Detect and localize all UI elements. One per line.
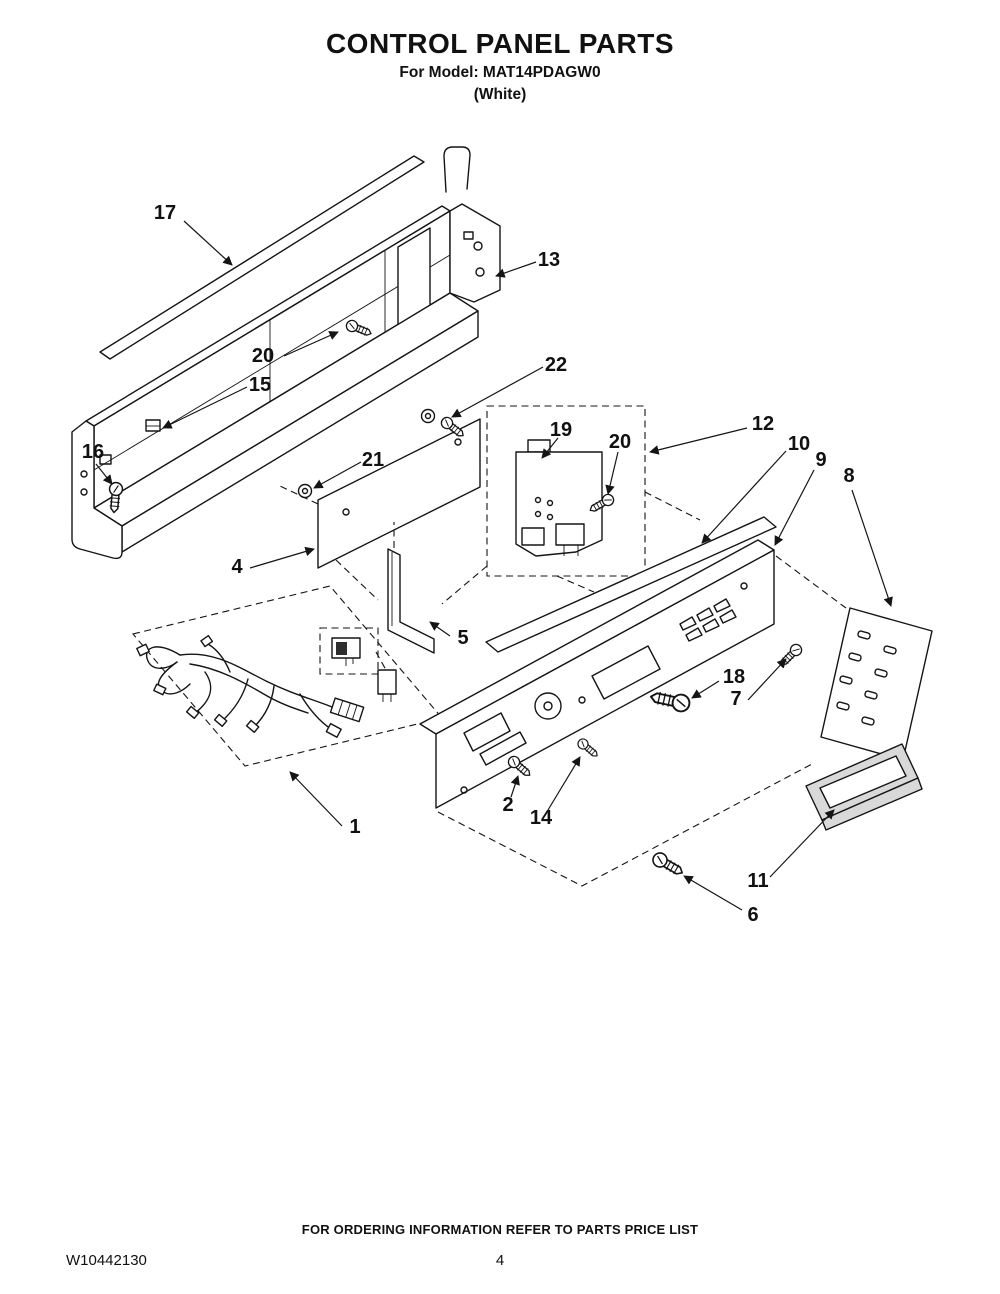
model-line: For Model: MAT14PDAGW0	[399, 64, 601, 81]
svg-text:10: 10	[788, 433, 810, 455]
callout-2: 2	[502, 775, 520, 816]
callout-18: 18	[691, 666, 745, 699]
svg-text:9: 9	[815, 449, 826, 471]
rear-access-panel	[317, 418, 481, 569]
callout-20b: 20	[605, 431, 631, 495]
svg-text:15: 15	[249, 374, 271, 396]
svg-text:21: 21	[362, 449, 384, 471]
page-title: CONTROL PANEL PARTS	[325, 28, 675, 59]
control-panel	[419, 539, 805, 809]
end-bracket-13	[449, 203, 501, 303]
svg-text:8: 8	[843, 465, 854, 487]
console-housing	[71, 203, 501, 560]
svg-text:16: 16	[82, 441, 104, 463]
callout-4: 4	[231, 546, 315, 578]
callout-17: 17	[154, 202, 233, 266]
alignment-lines	[279, 485, 847, 887]
svg-text:14: 14	[530, 807, 553, 829]
callout-21: 21	[313, 449, 384, 489]
svg-text:20: 20	[252, 345, 274, 367]
svg-text:6: 6	[747, 904, 758, 926]
svg-text:12: 12	[752, 413, 774, 435]
color-line: (White)	[473, 86, 527, 103]
callout-12: 12	[649, 413, 774, 455]
screw-14	[575, 736, 601, 761]
console-rear-trim	[99, 146, 471, 360]
callout-19: 19	[541, 419, 572, 459]
document-number: W10442130	[66, 1252, 147, 1269]
dispenser-lens	[805, 743, 923, 831]
relay-component	[377, 669, 397, 702]
svg-text:17: 17	[154, 202, 176, 224]
svg-text:19: 19	[550, 419, 572, 441]
callout-7: 7	[730, 658, 787, 710]
callout-1: 1	[289, 771, 361, 838]
bolt-18	[648, 687, 692, 714]
svg-text:7: 7	[730, 688, 741, 710]
callout-6: 6	[683, 875, 759, 926]
page-number: 4	[495, 1252, 505, 1269]
svg-text:18: 18	[723, 666, 745, 688]
callout-22: 22	[451, 354, 567, 418]
washer-22	[420, 408, 436, 424]
svg-text:5: 5	[457, 627, 468, 649]
callout-15: 15	[162, 374, 271, 429]
svg-text:11: 11	[747, 870, 768, 892]
clip-15	[145, 419, 161, 432]
button-panel	[820, 607, 933, 761]
callout-5: 5	[429, 621, 469, 649]
support-bracket	[387, 548, 435, 654]
callout-14: 14	[530, 756, 581, 829]
svg-text:13: 13	[538, 249, 560, 271]
washer-21	[297, 483, 313, 499]
svg-text:2: 2	[502, 794, 513, 816]
callouts: 17 13 20 15 22 21	[82, 202, 893, 926]
callout-11: 11	[747, 809, 835, 892]
svg-text:4: 4	[231, 556, 243, 578]
callout-9: 9	[774, 449, 827, 546]
callout-13: 13	[495, 249, 560, 278]
callout-8: 8	[843, 465, 893, 607]
callout-16: 16	[82, 441, 113, 485]
switch-assembly-12	[486, 405, 646, 577]
control-panel-trim	[485, 516, 777, 653]
wire-harness	[132, 585, 443, 767]
svg-text:20: 20	[609, 431, 631, 453]
screw-6	[649, 849, 687, 880]
switch-component	[319, 627, 379, 675]
callout-20a: 20	[252, 331, 339, 367]
svg-text:1: 1	[349, 816, 360, 838]
ordering-note: FOR ORDERING INFORMATION REFER TO PARTS …	[301, 1222, 699, 1237]
svg-text:22: 22	[545, 354, 567, 376]
callout-10: 10	[701, 433, 810, 544]
